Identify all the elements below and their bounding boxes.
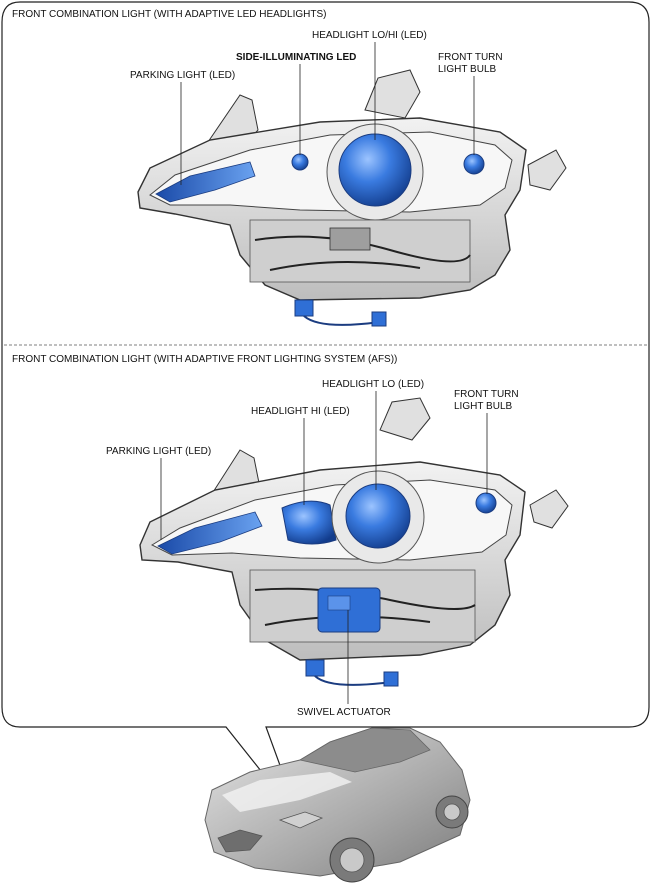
bottom-headlight-assembly — [139, 397, 569, 687]
label-top-parking-light: PARKING LIGHT (LED) — [130, 70, 235, 81]
bottom-headlight-hi — [281, 500, 337, 545]
top-side-illuminating-led — [291, 153, 309, 171]
label-bottom-parking-light: PARKING LIGHT (LED) — [106, 446, 211, 457]
label-top-front-turn-1: FRONT TURN — [438, 52, 503, 63]
label-top-side-illuminating: SIDE-ILLUMINATING LED — [236, 52, 356, 63]
vehicle-headlight — [278, 811, 324, 829]
label-bottom-front-turn-1: FRONT TURN — [454, 389, 519, 400]
label-swivel-actuator: SWIVEL ACTUATOR — [297, 707, 391, 718]
vehicle-illustration — [204, 727, 471, 883]
bottom-panel-title: FRONT COMBINATION LIGHT (WITH ADAPTIVE F… — [12, 354, 397, 365]
label-top-headlight-lohi: HEADLIGHT LO/HI (LED) — [312, 30, 427, 41]
label-bottom-headlight-hi: HEADLIGHT HI (LED) — [251, 406, 350, 417]
top-parking-light — [155, 161, 256, 203]
label-top-front-turn-2: LIGHT BULB — [438, 64, 496, 75]
bottom-parking-light — [157, 511, 263, 555]
top-headlight-assembly — [137, 69, 567, 327]
label-bottom-front-turn-2: LIGHT BULB — [454, 401, 512, 412]
top-front-turn-bulb — [463, 153, 485, 175]
label-bottom-headlight-lo: HEADLIGHT LO (LED) — [322, 379, 424, 390]
bottom-headlight-lo — [345, 483, 411, 549]
top-panel-title: FRONT COMBINATION LIGHT (WITH ADAPTIVE L… — [12, 9, 326, 20]
top-headlight-lohi — [338, 133, 412, 207]
bottom-front-turn-bulb — [475, 492, 497, 514]
